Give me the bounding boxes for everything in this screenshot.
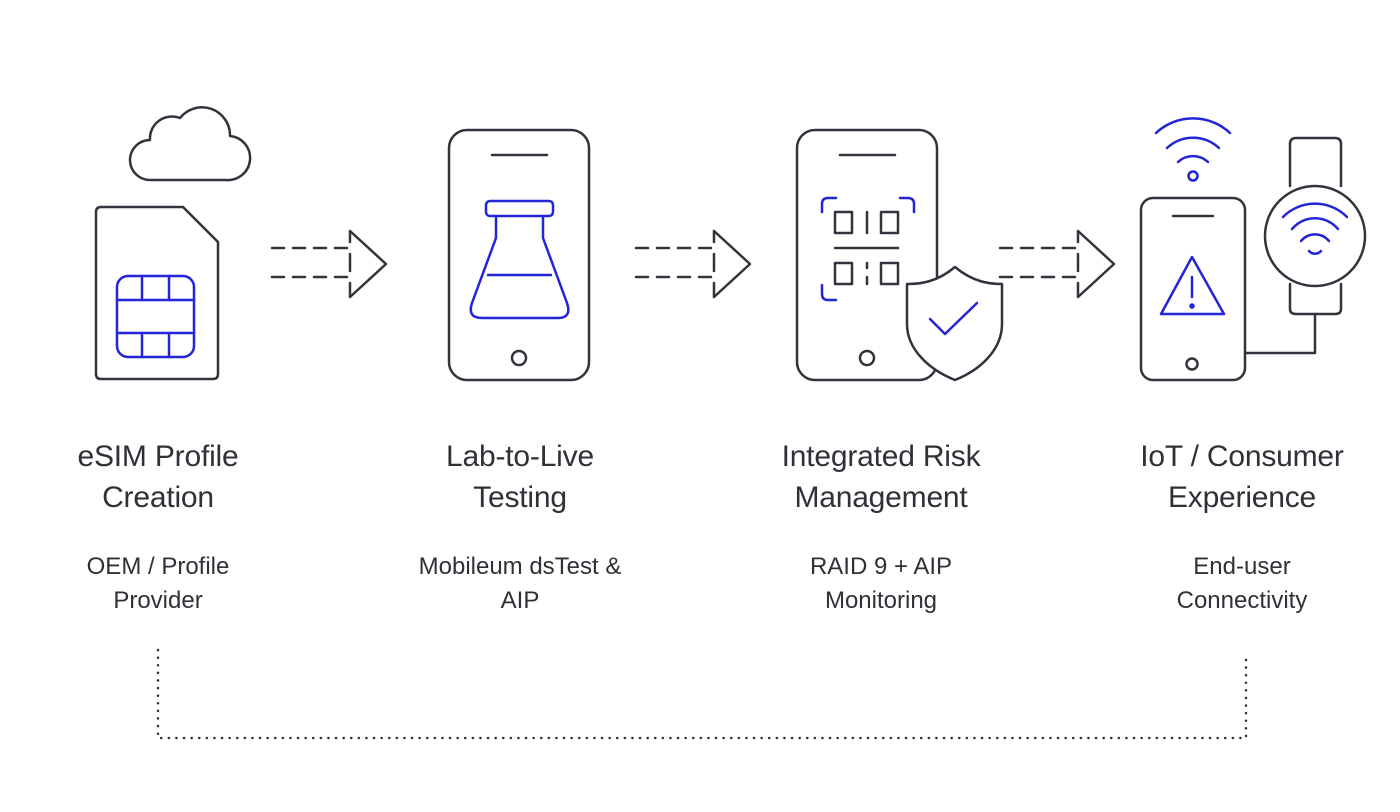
warning-icon [1159, 255, 1226, 316]
flask-phone-icon [447, 128, 591, 382]
stage-title-line: Testing [473, 481, 567, 514]
qr-shield-phone-icon [795, 128, 1004, 382]
stage-title-line: Creation [102, 481, 214, 514]
stage-subtitle-line: End-user [1193, 553, 1291, 580]
flask-icon [469, 199, 570, 320]
qr-code-icon [820, 196, 916, 302]
iot-phone-watch-icon [1139, 117, 1367, 382]
stage-subtitle-line: OEM / Profile [86, 553, 230, 580]
stage-subtitle-line: AIP [500, 587, 540, 614]
stage-title-line: IoT / Consumer [1140, 440, 1344, 473]
flow-arrow-1 [270, 229, 388, 299]
flow-arrow-2 [634, 229, 752, 299]
stage-title-line: Lab-to-Live [446, 440, 594, 473]
sim-chip-icon [115, 274, 196, 359]
stage-title: eSIM Profile Creation [0, 436, 318, 518]
stage-iot-text: IoT / Consumer Experience End-user Conne… [1082, 436, 1400, 618]
stage-title-line: Experience [1167, 481, 1317, 514]
stage-title: IoT / Consumer Experience [1082, 436, 1400, 518]
stage-title: Integrated Risk Management [721, 436, 1041, 518]
stage-subtitle-line: Monitoring [824, 587, 938, 614]
flow-arrow-3 [998, 229, 1116, 299]
stage-title-line: Management [794, 481, 968, 514]
stage-subtitle: Mobileum dsTest & AIP [360, 550, 680, 618]
stage-subtitle-line: Connectivity [1176, 587, 1308, 614]
stage-subtitle-line: RAID 9 + AIP [809, 553, 953, 580]
stage-subtitle: RAID 9 + AIP Monitoring [721, 550, 1041, 618]
wifi-icon [1154, 117, 1232, 182]
stage-esim-text: eSIM Profile Creation OEM / Profile Prov… [0, 436, 318, 618]
cloud-icon [128, 106, 252, 182]
stage-subtitle: End-user Connectivity [1082, 550, 1400, 618]
stage-testing-text: Lab-to-Live Testing Mobileum dsTest & AI… [360, 436, 680, 618]
stage-subtitle: OEM / Profile Provider [0, 550, 318, 618]
shield-check-icon [905, 265, 1004, 382]
feedback-loop-line [156, 648, 1248, 740]
stage-subtitle-line: Provider [113, 587, 203, 614]
stage-title: Lab-to-Live Testing [360, 436, 680, 518]
stage-title-line: eSIM Profile [77, 440, 239, 473]
stage-title-line: Integrated Risk [781, 440, 981, 473]
esim-card-icon [94, 205, 220, 381]
watch-wifi-icon [1281, 202, 1349, 255]
stage-subtitle-line: Mobileum dsTest & [418, 553, 622, 580]
phone-warning-icon [1139, 196, 1247, 382]
smartwatch-icon [1243, 136, 1367, 355]
stage-risk-text: Integrated Risk Management RAID 9 + AIP … [721, 436, 1041, 618]
